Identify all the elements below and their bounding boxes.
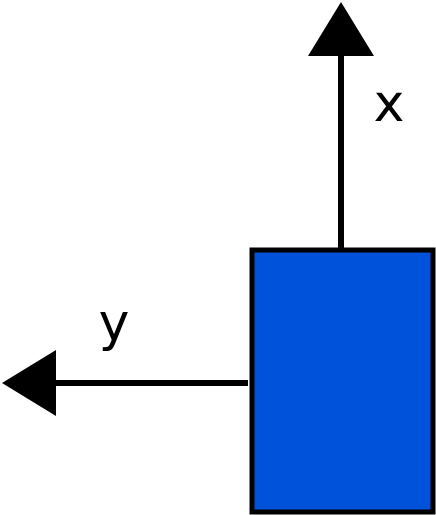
blue-block [249,247,436,515]
x-axis-arrowhead [308,2,374,56]
x-axis-label: x [374,74,405,134]
y-axis-label: y [99,293,130,353]
y-axis-arrowhead [2,350,56,416]
